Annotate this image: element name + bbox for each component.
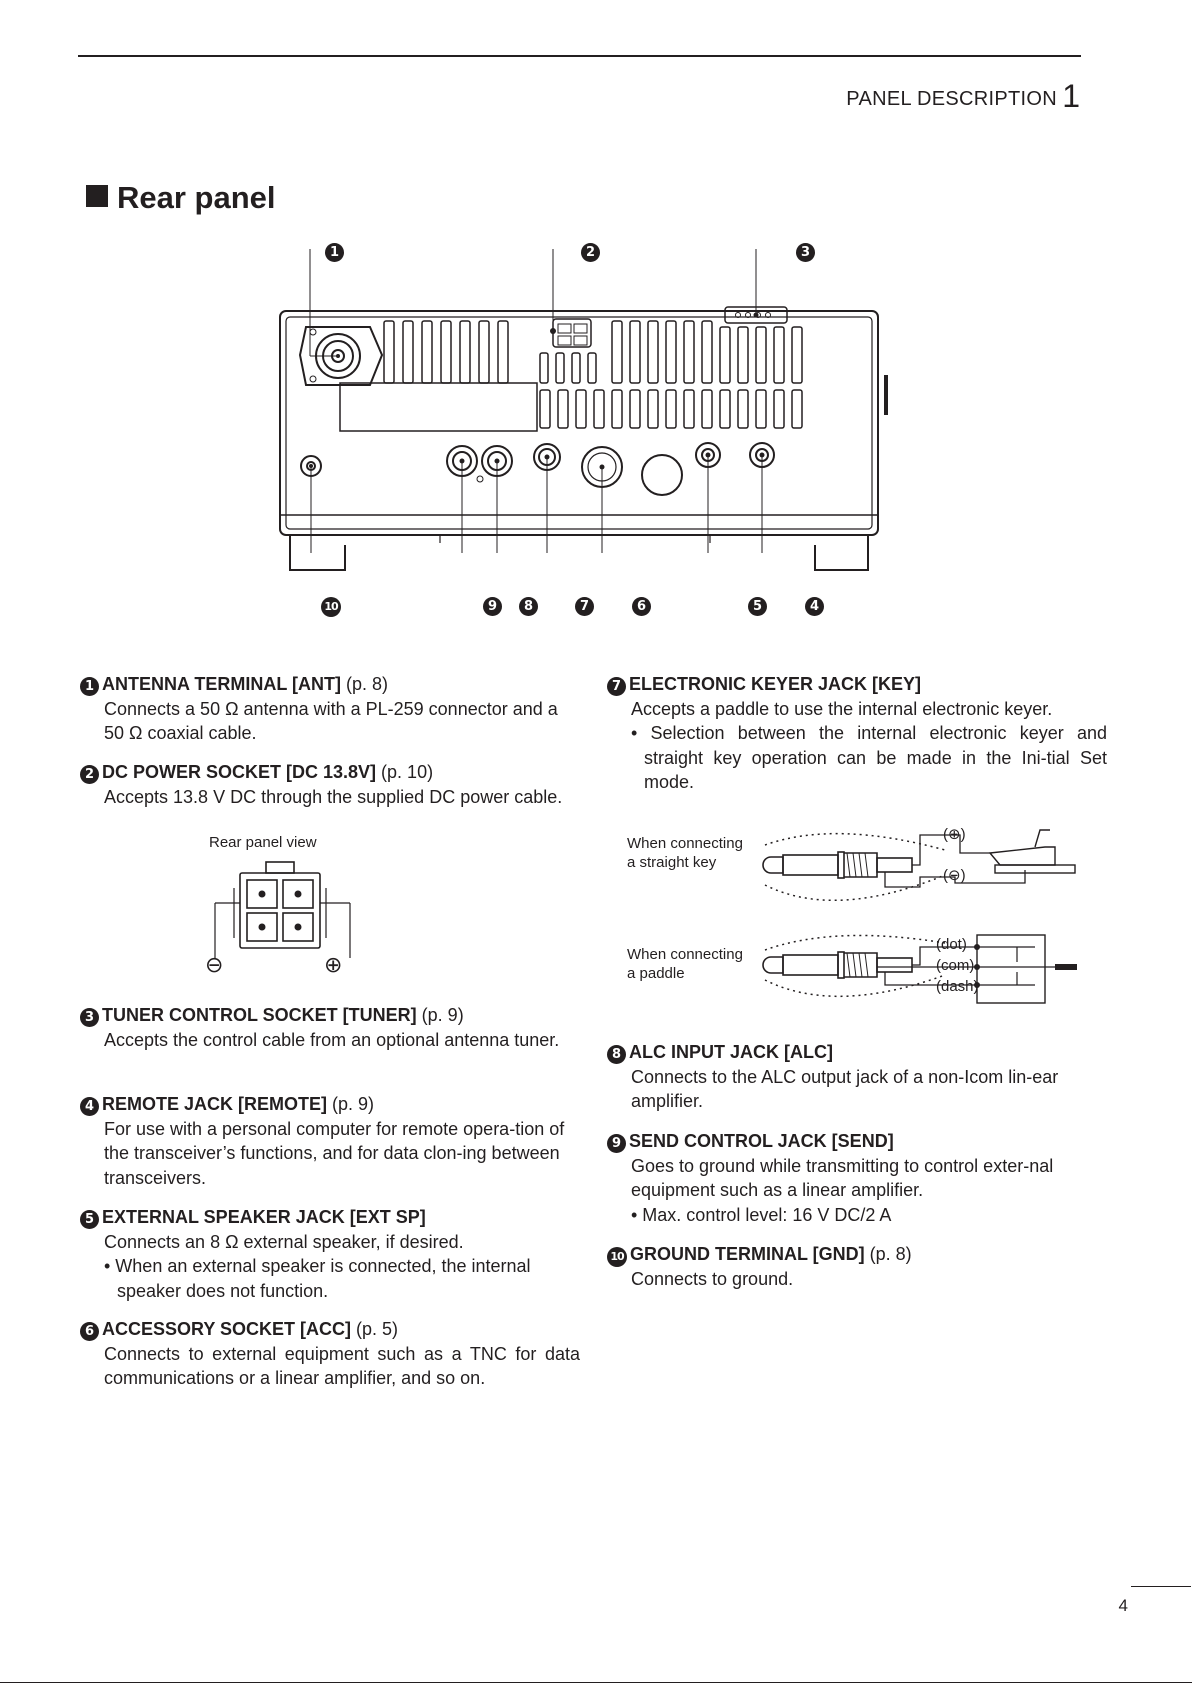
item-bullet: • When an external speaker is connected,… xyxy=(104,1256,531,1301)
callout-4: 4 xyxy=(805,597,824,616)
callout-10: 10 xyxy=(321,597,341,617)
dc-socket-diagram xyxy=(214,861,351,958)
page-ref: (p. 9) xyxy=(416,1005,464,1025)
callout-3: 3 xyxy=(796,243,815,262)
item-body: Connects an 8 Ω external speaker, if des… xyxy=(104,1231,464,1252)
number-badge: 4 xyxy=(80,1097,99,1116)
dc-figure-caption: Rear panel view xyxy=(209,834,317,851)
item-title: ACCESSORY SOCKET [ACC] xyxy=(102,1319,352,1339)
item-title: TUNER CONTROL SOCKET [TUNER] xyxy=(102,1005,417,1025)
paddle-dot-label: (dot) xyxy=(936,936,967,953)
page-ref: (p. 8) xyxy=(340,674,388,694)
callout-7: 7 xyxy=(575,597,594,616)
item-body: Accepts 13.8 V DC through the supplied D… xyxy=(104,786,563,807)
number-badge: 8 xyxy=(607,1045,626,1064)
item-title: EXTERNAL SPEAKER JACK [EXT SP] xyxy=(102,1207,426,1227)
item-body: Connects to external equipment such as a… xyxy=(104,1343,580,1389)
page-ref: (p. 8) xyxy=(864,1244,912,1264)
item-bullet: • Max. control level: 16 V DC/2 A xyxy=(631,1204,892,1225)
rear-panel-illustration xyxy=(279,249,888,571)
number-badge: 7 xyxy=(607,677,626,696)
item-body: Connects to the ALC output jack of a non… xyxy=(631,1066,1059,1112)
item-title: ALC INPUT JACK [ALC] xyxy=(629,1042,833,1062)
paddle-com-label: (com) xyxy=(936,957,975,974)
page-number: 4 xyxy=(1118,1596,1128,1615)
item-title: ELECTRONIC KEYER JACK [KEY] xyxy=(629,674,922,694)
number-badge: 9 xyxy=(607,1134,626,1153)
number-badge: 2 xyxy=(80,765,99,784)
header-rule xyxy=(78,55,1081,57)
callout-6: 6 xyxy=(632,597,651,616)
paddle-dash-label: (dash) xyxy=(936,978,979,995)
number-badge: 6 xyxy=(80,1322,99,1341)
callout-5: 5 xyxy=(748,597,767,616)
page-title: Rear panel xyxy=(86,180,276,216)
item-bullet: • Selection between the internal electro… xyxy=(631,723,1107,792)
straight-minus-label: (⊖) xyxy=(943,867,966,884)
item-body: Connects a 50 Ω antenna with a PL-259 co… xyxy=(104,698,558,744)
key-connection-diagram xyxy=(762,829,1077,1004)
square-icon xyxy=(86,185,108,207)
page-ref: (p. 5) xyxy=(351,1319,399,1339)
item-body: Connects to ground. xyxy=(631,1269,794,1289)
number-badge: 1 xyxy=(80,677,99,696)
number-badge: 5 xyxy=(80,1210,99,1229)
dc-minus-label: ⊖ xyxy=(205,952,224,977)
item-title: DC POWER SOCKET [DC 13.8V] xyxy=(102,762,377,782)
item-title: REMOTE JACK [REMOTE] xyxy=(102,1094,327,1114)
straight-plus-label: (⊕) xyxy=(943,826,966,843)
number-badge: 10 xyxy=(607,1247,627,1267)
bottom-rule xyxy=(0,1682,1192,1683)
chapter-number: 1 xyxy=(1062,78,1080,114)
item-title: ANTENNA TERMINAL [ANT] xyxy=(102,674,341,694)
page-ref: (p. 9) xyxy=(327,1094,375,1114)
item-body: Goes to ground while transmitting to con… xyxy=(631,1155,1054,1201)
item-title: GROUND TERMINAL [GND] xyxy=(630,1244,865,1264)
page-ref: (p. 10) xyxy=(376,762,434,782)
page-number-rule xyxy=(1131,1586,1191,1587)
item-title: SEND CONTROL JACK [SEND] xyxy=(629,1131,894,1151)
item-body: Accepts a paddle to use the internal ele… xyxy=(631,698,1053,719)
callout-8: 8 xyxy=(519,597,538,616)
item-body: Accepts the control cable from an option… xyxy=(104,1029,560,1050)
callout-1: 1 xyxy=(325,243,344,262)
number-badge: 3 xyxy=(80,1008,99,1027)
callout-9: 9 xyxy=(483,597,502,616)
section-header: PANEL DESCRIPTION xyxy=(846,88,1057,110)
callout-2: 2 xyxy=(581,243,600,262)
dc-plus-label: ⊕ xyxy=(324,952,343,977)
item-body: For use with a personal computer for rem… xyxy=(104,1118,565,1188)
